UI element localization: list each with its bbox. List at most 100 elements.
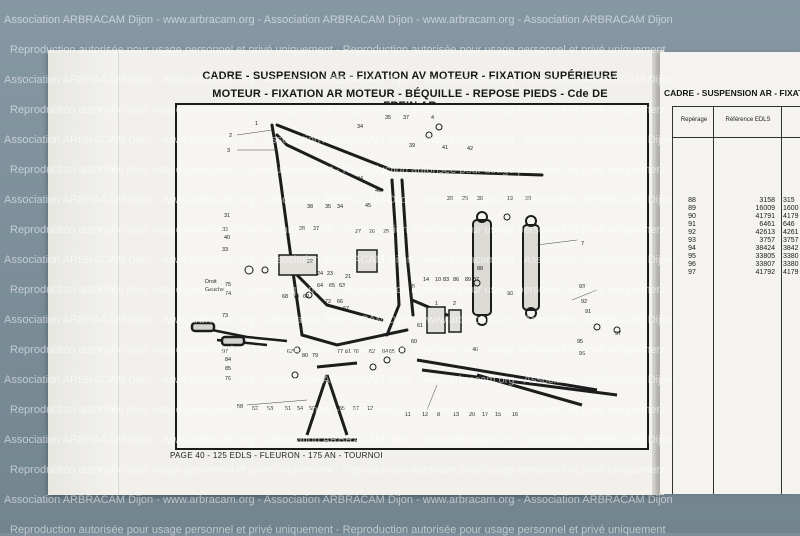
seat-tube-rear — [400, 178, 415, 317]
table-cell-ref2: 4261 — [783, 229, 799, 236]
svg-text:34: 34 — [337, 204, 343, 210]
svg-text:54: 54 — [297, 406, 303, 412]
fasteners — [244, 123, 621, 379]
svg-text:2: 2 — [453, 301, 456, 307]
svg-text:86: 86 — [453, 277, 459, 283]
table-cell-ref2: 3757 — [783, 237, 799, 244]
lower-cradle — [300, 328, 409, 347]
svg-text:8: 8 — [437, 412, 440, 418]
svg-text:50: 50 — [309, 406, 315, 412]
svg-text:61: 61 — [417, 323, 423, 329]
svg-text:66: 66 — [337, 299, 343, 305]
footrests — [190, 321, 288, 347]
frame-tubes — [270, 123, 544, 347]
svg-text:90: 90 — [507, 291, 513, 297]
svg-text:88: 88 — [477, 266, 483, 272]
svg-text:65: 65 — [389, 349, 395, 355]
front-down-tube — [270, 123, 304, 337]
svg-text:38: 38 — [307, 204, 313, 210]
svg-text:26: 26 — [369, 229, 375, 235]
table-cell-ref: 38424 — [755, 245, 775, 252]
svg-text:7: 7 — [581, 241, 584, 247]
table-cell-ref: 41791 — [755, 213, 775, 220]
table-cell-ref: 33807 — [755, 261, 775, 268]
table-cell-ref2: 3380 — [783, 253, 799, 260]
svg-text:33: 33 — [222, 247, 228, 253]
svg-text:97: 97 — [615, 331, 621, 337]
svg-text:40: 40 — [224, 235, 230, 241]
table-cell-rep: 96 — [688, 261, 696, 268]
table-cell-ref2: 3380 — [783, 261, 799, 268]
svg-text:58: 58 — [237, 404, 243, 410]
svg-text:19: 19 — [507, 196, 513, 202]
svg-text:46: 46 — [472, 347, 478, 353]
svg-text:85: 85 — [225, 366, 231, 372]
svg-text:37: 37 — [313, 226, 319, 232]
table-cell-ref2: 315 — [783, 197, 795, 204]
svg-text:24: 24 — [317, 271, 323, 277]
svg-text:78: 78 — [353, 349, 359, 355]
svg-text:12: 12 — [422, 412, 428, 418]
svg-text:83: 83 — [443, 277, 449, 283]
right-page: CADRE - SUSPENSION AR - FIXATION AV M Re… — [660, 52, 800, 494]
svg-text:1: 1 — [435, 301, 438, 307]
svg-text:30: 30 — [477, 196, 483, 202]
table-cell-rep: 90 — [688, 213, 696, 220]
svg-text:39: 39 — [409, 143, 415, 149]
svg-text:82: 82 — [369, 349, 375, 355]
svg-text:91: 91 — [585, 309, 591, 315]
table-cell-rep: 97 — [688, 269, 696, 276]
table-divider — [713, 107, 714, 494]
svg-text:12: 12 — [367, 406, 373, 412]
svg-text:34: 34 — [357, 124, 363, 130]
table-cell-ref: 33805 — [755, 253, 775, 260]
svg-text:38: 38 — [299, 226, 305, 232]
svg-text:13: 13 — [453, 412, 459, 418]
table-cell-rep: 95 — [688, 253, 696, 260]
column-header-reference: Référence EDLS — [725, 117, 771, 123]
svg-text:63: 63 — [339, 283, 345, 289]
svg-text:93: 93 — [579, 284, 585, 290]
stand — [297, 361, 358, 442]
table-cell-ref2: 4179 — [783, 269, 799, 276]
svg-text:46: 46 — [375, 188, 381, 194]
table-row: 95 33805 3380 — [673, 253, 800, 261]
leader-lines — [236, 129, 598, 411]
table-divider — [781, 107, 782, 494]
svg-text:92: 92 — [581, 299, 587, 305]
page-footer: PAGE 40 - 125 EDLS - FLEURON - 175 AN - … — [170, 451, 383, 460]
svg-text:76: 76 — [225, 376, 231, 382]
svg-text:52: 52 — [252, 406, 258, 412]
svg-text:84: 84 — [382, 349, 388, 355]
svg-text:80: 80 — [302, 353, 308, 359]
svg-text:72: 72 — [325, 299, 331, 305]
svg-text:17: 17 — [482, 412, 488, 418]
svg-text:55: 55 — [339, 406, 345, 412]
svg-text:89: 89 — [465, 277, 471, 283]
svg-text:41: 41 — [442, 145, 448, 151]
svg-text:69: 69 — [303, 294, 309, 300]
cradle-brace — [285, 263, 384, 322]
top-tube — [275, 123, 544, 177]
table-cell-ref2: 1600 — [783, 205, 799, 212]
table-cell-ref: 3158 — [759, 197, 775, 204]
svg-text:14: 14 — [423, 277, 429, 283]
page-stack-edge — [48, 50, 119, 495]
svg-text:67: 67 — [343, 306, 349, 312]
svg-text:10: 10 — [435, 277, 441, 283]
svg-text:31: 31 — [224, 213, 230, 219]
shock-absorbers — [472, 211, 540, 326]
svg-text:23: 23 — [327, 271, 333, 277]
svg-text:84: 84 — [225, 357, 231, 363]
svg-text:45: 45 — [365, 203, 371, 209]
svg-text:4: 4 — [431, 115, 434, 121]
svg-text:57: 57 — [353, 406, 359, 412]
side-label-right: Droit — [205, 279, 217, 285]
